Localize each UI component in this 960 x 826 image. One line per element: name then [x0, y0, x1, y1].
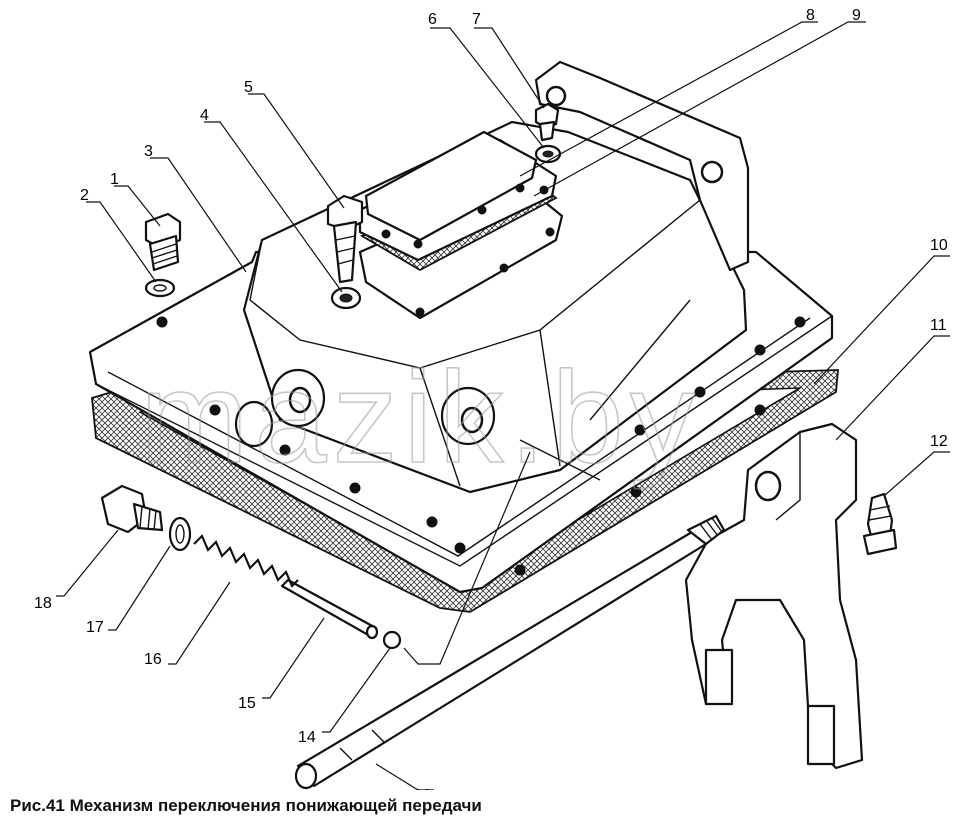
washer-2: [144, 278, 176, 298]
callout-2: 2: [80, 187, 89, 204]
plug-18: [100, 484, 164, 534]
callout-8: 8: [806, 7, 815, 24]
assembly-diagram: mazik.by 1 2 3 4 5 6 7 8 9 10 11 12: [34, 7, 950, 790]
callout-12: 12: [930, 433, 948, 450]
top-cover-stack: [358, 130, 564, 320]
callout-5: 5: [244, 79, 253, 96]
shift-rod-13: [294, 514, 726, 790]
bolt-5: [326, 194, 364, 284]
seal-ring-17: [168, 516, 192, 552]
callout-7: 7: [472, 11, 481, 28]
mounting-bracket: [534, 60, 750, 272]
callout-labels: 1 2 3 4 5 6 7 8 9 10 11 12 13 14 15 16 1…: [34, 7, 948, 790]
figure-caption: Рис.41 Механизм переключения понижающей …: [10, 796, 482, 815]
callout-17: 17: [86, 619, 104, 636]
callout-1: 1: [110, 171, 119, 188]
plug-12: [862, 492, 898, 556]
leader-lines: [56, 21, 950, 790]
callout-11: 11: [930, 317, 947, 334]
callout-4: 4: [200, 107, 209, 124]
shift-fork-11: [684, 422, 864, 770]
callout-18: 18: [34, 595, 52, 612]
callout-6: 6: [428, 11, 437, 28]
washer-4: [330, 286, 362, 310]
callout-15: 15: [238, 695, 256, 712]
spring-16: [193, 534, 299, 588]
bolt-1: [144, 212, 182, 272]
watermark: mazik.by: [140, 344, 701, 490]
callout-9: 9: [852, 7, 861, 24]
ball-14: [382, 630, 402, 650]
callout-14: 14: [298, 729, 316, 746]
callout-3: 3: [144, 143, 153, 160]
pin-15: [280, 578, 379, 640]
side-bosses: [234, 368, 496, 448]
callout-16: 16: [144, 651, 162, 668]
callout-13: 13: [414, 787, 432, 790]
bolt-7: [534, 102, 560, 142]
washer-6: [534, 144, 562, 164]
callout-10: 10: [930, 237, 948, 254]
